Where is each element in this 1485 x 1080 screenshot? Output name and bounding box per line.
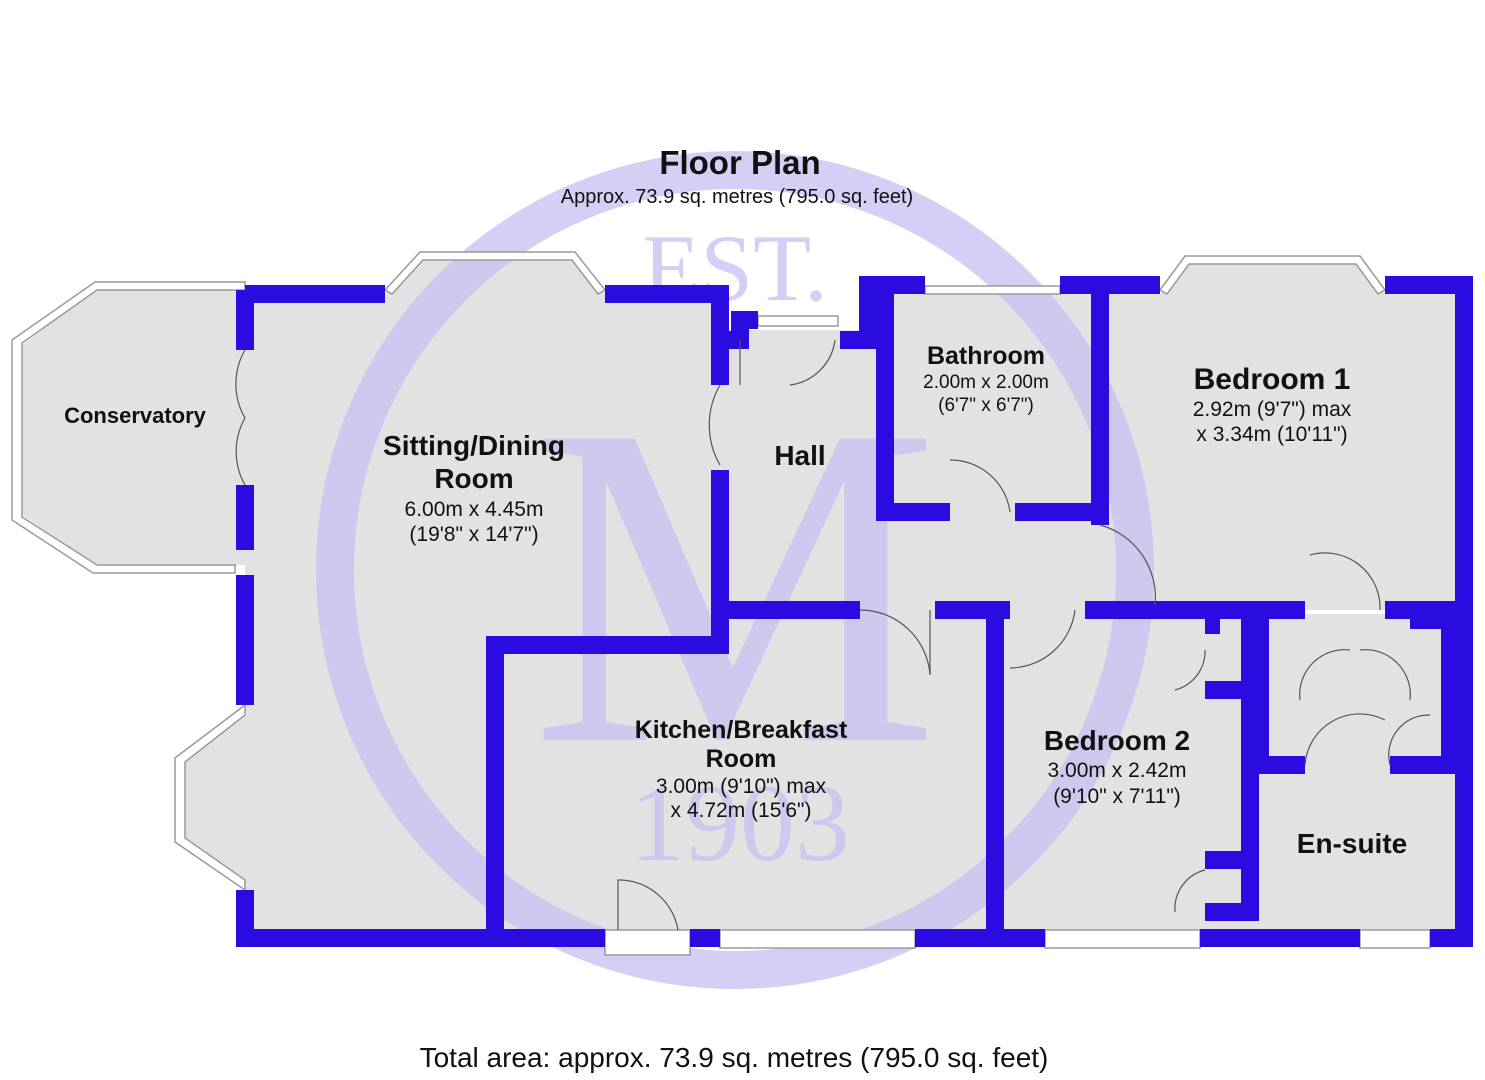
kitchen-dim-1: 3.00m (9'10") max (656, 775, 827, 798)
bedroom2-dim-1: 3.00m x 2.42m (1048, 759, 1187, 782)
cupboard-doors (1174, 649, 1206, 913)
floors (22, 258, 1458, 935)
bathroom-name: Bathroom (927, 342, 1045, 370)
watermark-est: EST. (642, 215, 828, 321)
hall-doors (708, 339, 836, 466)
ensuite-wardrobe-doors (1299, 552, 1431, 766)
bedroom2-name: Bedroom 2 (1044, 725, 1190, 756)
sitting-room-floor (185, 258, 725, 935)
total-area-footer: Total area: approx. 73.9 sq. metres (795… (420, 1042, 1049, 1073)
kitchen-door (859, 609, 931, 676)
bedroom1-dim-1: 2.92m (9'7") max (1193, 398, 1352, 421)
sitting-room-name-1: Sitting/Dining (383, 430, 565, 461)
sitting-room-name-2: Room (434, 463, 513, 494)
walls (236, 276, 1473, 947)
bedroom1-name: Bedroom 1 (1194, 363, 1351, 396)
ensuite-floor (1255, 614, 1458, 935)
bathroom-dim-2: (6'7" x 6'7") (938, 395, 1034, 416)
conservatory-floor (22, 290, 245, 565)
bedroom2-door (1009, 609, 1076, 669)
bedroom1-dim-2: x 3.34m (10'11") (1196, 423, 1347, 446)
kitchen-name-1: Kitchen/Breakfast (635, 716, 848, 744)
hall-floor (725, 330, 880, 615)
back-door (617, 879, 679, 931)
doors (235, 339, 1431, 931)
plan-title: Floor Plan (659, 144, 820, 181)
ensuite-name: En-suite (1297, 828, 1407, 859)
plan-subtitle: Approx. 73.9 sq. metres (795.0 sq. feet) (561, 186, 913, 208)
conservatory-name: Conservatory (64, 403, 207, 428)
bedroom2-dim-2: (9'10" x 7'11") (1053, 785, 1181, 808)
watermark-letter: M (530, 330, 939, 840)
kitchen-name-2: Room (706, 745, 777, 773)
kitchen-dim-2: x 4.72m (15'6") (670, 799, 811, 822)
bathroom-bedroom-doors (949, 459, 1156, 606)
watermark-year: 1903 (630, 762, 850, 884)
hall-name: Hall (774, 440, 825, 471)
sitting-room-dim-1: 6.00m x 4.45m (405, 498, 544, 521)
watermark-logo: EST. M 1903 (316, 151, 1154, 989)
conservatory-door (235, 349, 246, 486)
bathroom-dim-1: 2.00m x 2.00m (923, 372, 1049, 393)
bedroom1-floor (1100, 262, 1458, 610)
landing-floor (880, 514, 1100, 614)
kitchen-floor (495, 614, 995, 935)
sitting-room-dim-2: (19'8" x 14'7") (409, 523, 538, 546)
